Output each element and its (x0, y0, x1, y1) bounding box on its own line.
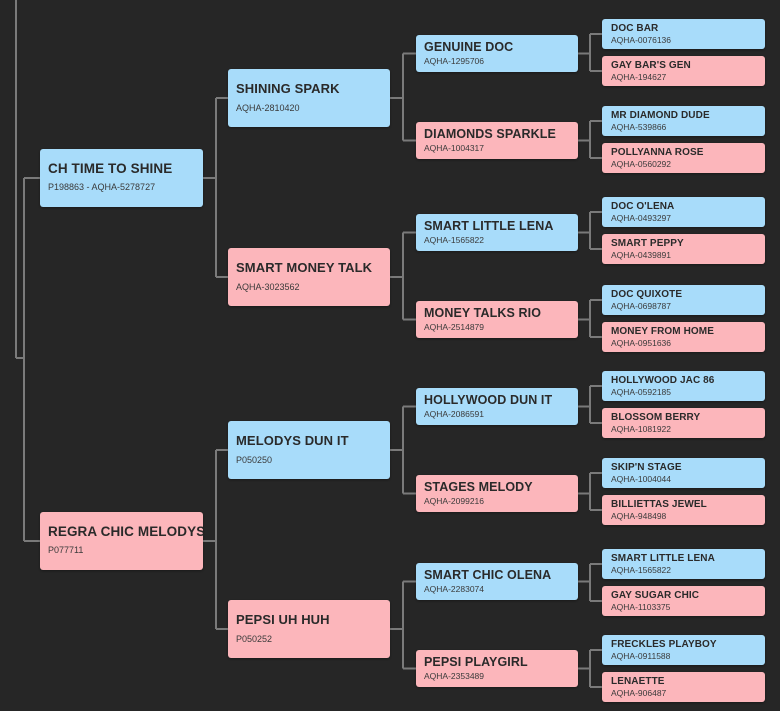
horse-card-gen1-1[interactable]: CH TIME TO SHINE P198863 - AQHA-5278727 (40, 149, 203, 207)
horse-name: MR DIAMOND DUDE (611, 110, 710, 121)
horse-registration: AQHA-539866 (611, 122, 667, 132)
horse-registration: AQHA-0493297 (611, 213, 672, 223)
horse-name: GENUINE DOC (424, 40, 514, 54)
horse-registration: AQHA-0592185 (611, 387, 672, 397)
horse-card-gen2-4[interactable]: PEPSI UH HUH P050252 (228, 600, 390, 658)
horse-registration: AQHA-0951636 (611, 338, 672, 348)
horse-name: MONEY TALKS RIO (424, 306, 542, 320)
horse-registration: P198863 - AQHA-5278727 (48, 182, 156, 192)
horse-name: BLOSSOM BERRY (611, 412, 701, 423)
horse-name: POLLYANNA ROSE (611, 147, 704, 158)
horse-name: SHINING SPARK (236, 81, 340, 96)
horse-registration: AQHA-0560292 (611, 159, 672, 169)
horse-name: DOC BAR (611, 23, 659, 34)
horse-registration: P050252 (236, 634, 273, 644)
horse-card-gen3-4[interactable]: MONEY TALKS RIO AQHA-2514879 (416, 301, 578, 338)
horse-name: SMART LITTLE LENA (424, 219, 554, 233)
horse-name: CH TIME TO SHINE (48, 161, 173, 176)
horse-registration: AQHA-0911588 (611, 651, 671, 661)
horse-registration: AQHA-0076136 (611, 35, 672, 45)
horse-card-gen2-2[interactable]: SMART MONEY TALK AQHA-3023562 (228, 248, 390, 306)
horse-card-gen3-7[interactable]: SMART CHIC OLENA AQHA-2283074 (416, 563, 578, 600)
horse-name: LENAETTE (611, 676, 665, 687)
horse-registration: AQHA-194627 (611, 72, 667, 82)
horse-name: REGRA CHIC MELODYS (48, 524, 203, 539)
horse-name: GAY BAR'S GEN (611, 60, 691, 71)
horse-registration: AQHA-2099216 (424, 496, 485, 506)
horse-registration: AQHA-1103375 (611, 602, 671, 612)
horse-name: MELODYS DUN IT (236, 433, 349, 448)
horse-name: MONEY FROM HOME (611, 326, 714, 337)
horse-name: SMART PEPPY (611, 238, 684, 249)
horse-name: SMART LITTLE LENA (611, 553, 715, 564)
horse-card-gen3-8[interactable]: PEPSI PLAYGIRL AQHA-2353489 (416, 650, 578, 687)
horse-registration: AQHA-1565822 (424, 235, 485, 245)
horse-registration: AQHA-0439891 (611, 250, 672, 260)
horse-card-gen3-5[interactable]: HOLLYWOOD DUN IT AQHA-2086591 (416, 388, 578, 425)
horse-registration: AQHA-2353489 (424, 671, 485, 681)
horse-card-gen3-6[interactable]: STAGES MELODY AQHA-2099216 (416, 475, 578, 512)
horse-name: PEPSI UH HUH (236, 612, 330, 627)
horse-name: PEPSI PLAYGIRL (424, 655, 528, 669)
horse-name: HOLLYWOOD DUN IT (424, 393, 553, 407)
horse-registration: AQHA-2086591 (424, 409, 485, 419)
horse-name: HOLLYWOOD JAC 86 (611, 375, 715, 386)
horse-registration: AQHA-1004044 (611, 474, 672, 484)
horse-card-gen1-2[interactable]: REGRA CHIC MELODYS P077711 (40, 512, 203, 570)
horse-registration: AQHA-906487 (611, 688, 667, 698)
horse-name: GAY SUGAR CHIC (611, 590, 700, 601)
horse-registration: AQHA-2810420 (236, 103, 300, 113)
horse-name: SMART CHIC OLENA (424, 568, 552, 582)
horse-registration: AQHA-948498 (611, 511, 667, 521)
horse-registration: AQHA-3023562 (236, 282, 300, 292)
horse-registration: AQHA-1565822 (611, 565, 672, 575)
horse-card-gen3-3[interactable]: SMART LITTLE LENA AQHA-1565822 (416, 214, 578, 251)
horse-registration: AQHA-1295706 (424, 56, 485, 66)
horse-name: SKIP'N STAGE (611, 462, 682, 473)
horse-registration: AQHA-1081922 (611, 424, 672, 434)
horse-card-gen2-3[interactable]: MELODYS DUN IT P050250 (228, 421, 390, 479)
horse-name: DIAMONDS SPARKLE (424, 127, 556, 141)
horse-name: BILLIETTAS JEWEL (611, 499, 707, 510)
horse-registration: AQHA-1004317 (424, 143, 485, 153)
horse-registration: AQHA-2283074 (424, 584, 485, 594)
horse-name: STAGES MELODY (424, 480, 533, 494)
horse-name: DOC O'LENA (611, 201, 675, 212)
horse-registration: AQHA-0698787 (611, 301, 672, 311)
horse-registration: P050250 (236, 455, 273, 465)
horse-name: DOC QUIXOTE (611, 289, 683, 300)
horse-card-gen3-1[interactable]: GENUINE DOC AQHA-1295706 (416, 35, 578, 72)
horse-registration: P077711 (48, 545, 84, 555)
horse-registration: AQHA-2514879 (424, 322, 485, 332)
horse-name: FRECKLES PLAYBOY (611, 639, 717, 650)
horse-card-gen3-2[interactable]: DIAMONDS SPARKLE AQHA-1004317 (416, 122, 578, 159)
horse-card-gen2-1[interactable]: SHINING SPARK AQHA-2810420 (228, 69, 390, 127)
horse-name: SMART MONEY TALK (236, 260, 373, 275)
